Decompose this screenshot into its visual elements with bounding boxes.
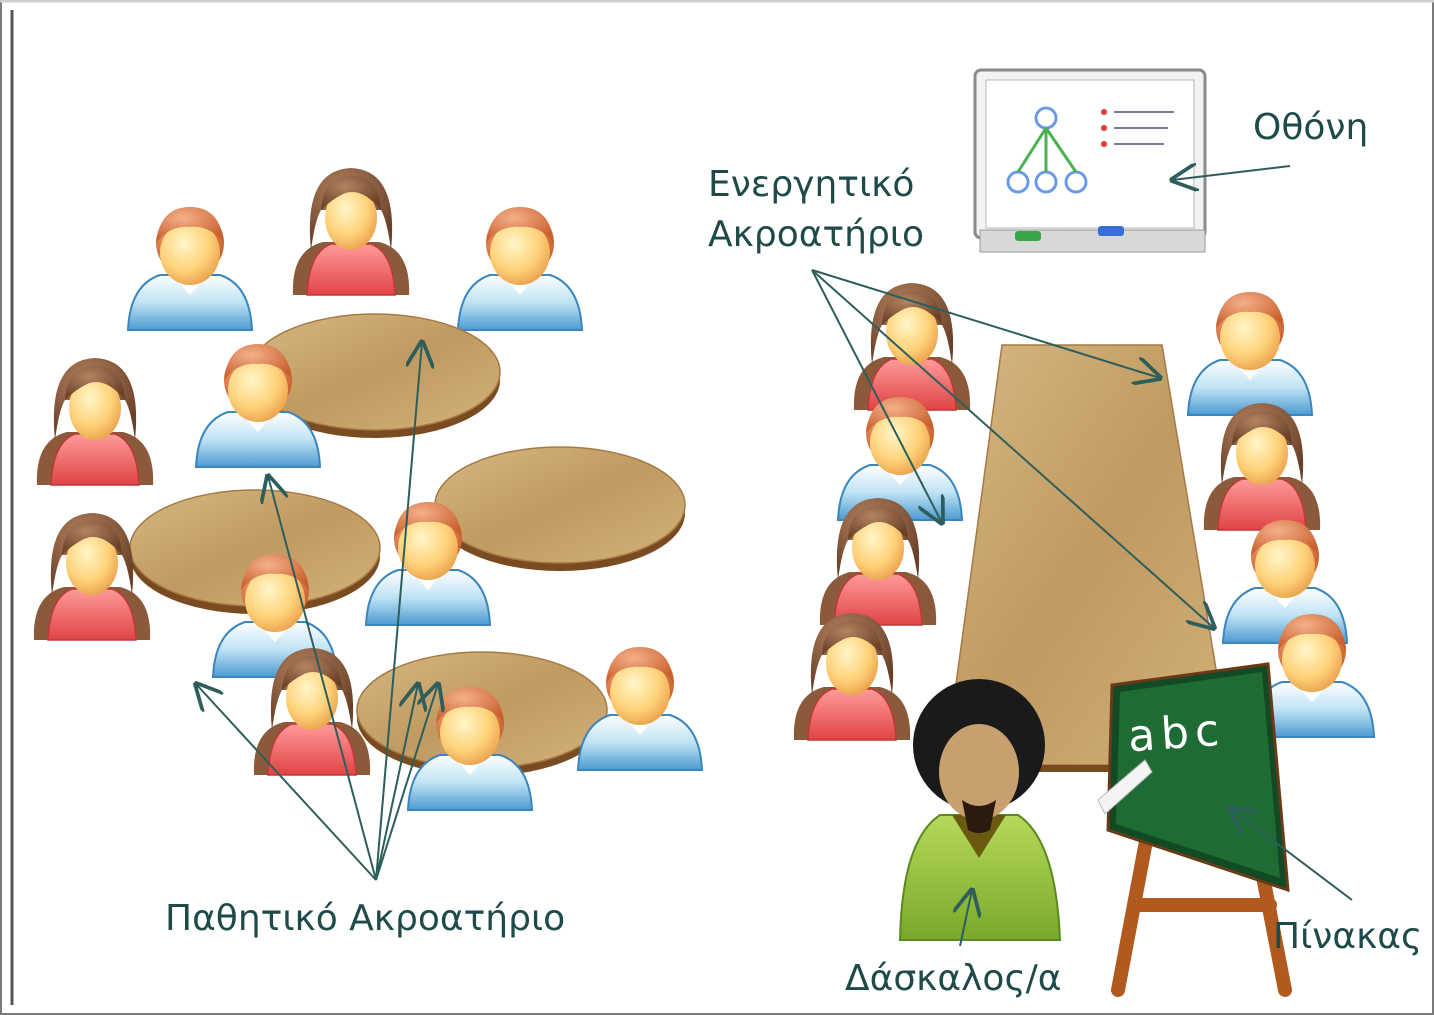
chalkboard-letters: abc bbox=[1126, 704, 1227, 763]
active-audience-label-line2: Ακροατήριο bbox=[708, 214, 924, 255]
teacher-arrow bbox=[960, 890, 972, 947]
boy-student-icon bbox=[457, 206, 583, 331]
girl-student-icon bbox=[793, 612, 911, 741]
board-label: Πίνακας bbox=[1273, 916, 1423, 957]
girl-student-icon bbox=[292, 167, 410, 296]
active-audience-arrows bbox=[811, 269, 1214, 628]
girl-student-icon bbox=[36, 357, 154, 486]
boy-student-icon bbox=[837, 396, 963, 521]
round-table-icon bbox=[434, 446, 686, 572]
active-audience-label-line1: Ενεργητικό bbox=[708, 164, 915, 205]
boy-student-icon bbox=[1187, 291, 1313, 416]
teacher-icon bbox=[898, 679, 1062, 941]
girl-student-icon bbox=[1203, 402, 1321, 531]
board-arrow bbox=[1230, 808, 1353, 901]
screen-arrow bbox=[1172, 166, 1291, 180]
girl-student-icon bbox=[33, 512, 151, 641]
active-audience-group bbox=[793, 68, 1375, 997]
passive-audience-label: Παθητικό Ακροατήριο bbox=[165, 898, 566, 939]
passive-audience-arrows bbox=[196, 342, 438, 881]
passive-audience-group bbox=[33, 167, 703, 811]
whiteboard-screen-icon bbox=[973, 68, 1207, 253]
screen-label: Οθόνη bbox=[1253, 107, 1369, 148]
boy-student-icon bbox=[127, 206, 253, 331]
teacher-label: Δάσκαλος/α bbox=[845, 958, 1062, 999]
